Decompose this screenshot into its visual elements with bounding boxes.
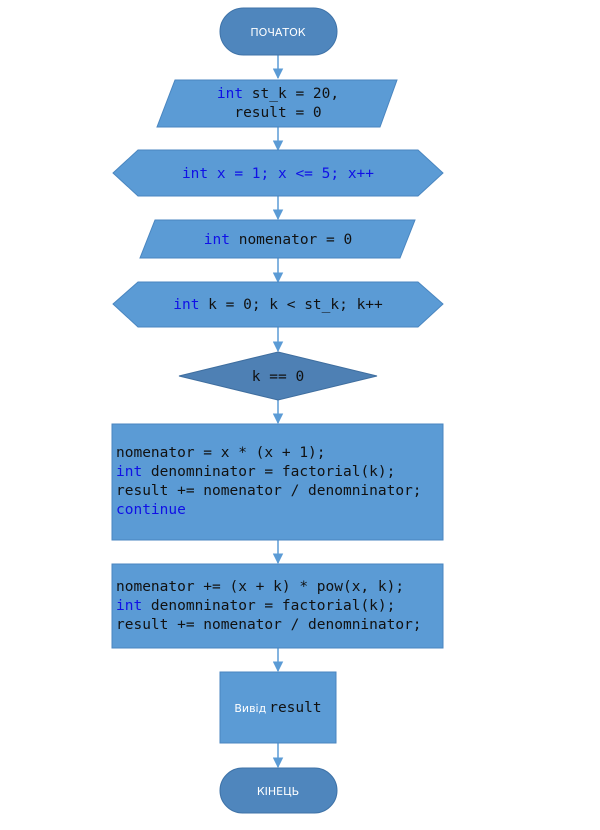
loop-x-keyword: int	[182, 166, 208, 182]
init-data-block: int st_k = 20, result = 0	[156, 79, 398, 128]
loop-x-text: x = 1; x <= 5; x++	[208, 166, 374, 182]
nomenator-init-shape	[139, 219, 416, 259]
start-shape	[219, 7, 338, 56]
rest-iteration-line3: result += nomenator / denomninator;	[116, 617, 422, 633]
loop-x-shape	[112, 149, 444, 197]
rest-iteration-block: nomenator += (x + k) * pow(x, k); int de…	[111, 563, 444, 649]
rest-iteration-line1: nomenator += (x + k) * pow(x, k);	[116, 579, 404, 595]
svg-text:int denomninator = factorial(k: int denomninator = factorial(k);	[116, 598, 395, 614]
nomenator-init-text: nomenator = 0	[230, 232, 352, 248]
first-iteration-line1: nomenator = x * (x + 1);	[116, 445, 326, 461]
start-label: ПОЧАТОК	[250, 26, 305, 39]
init-keyword: int	[217, 86, 243, 102]
loop-k-shape	[112, 281, 444, 328]
svg-text:int st_k = 20,: int st_k = 20,	[217, 86, 339, 102]
end-label: КІНЕЦЬ	[257, 785, 299, 798]
rest-iteration-line2: denomninator = factorial(k);	[142, 598, 395, 614]
output-shape	[219, 671, 337, 744]
decision-label: k == 0	[252, 369, 304, 385]
output-value: result	[269, 700, 321, 716]
first-iteration-line4: continue	[116, 502, 186, 518]
init-line1: st_k = 20,	[243, 86, 339, 102]
svg-text:int k = 0; k < st_k; k++: int k = 0; k < st_k; k++	[173, 297, 383, 313]
nomenator-init-block: int nomenator = 0	[139, 219, 416, 259]
first-iteration-block: nomenator = x * (x + 1); int denomninato…	[111, 423, 444, 541]
loop-x-block: int x = 1; x <= 5; x++	[112, 149, 444, 197]
output-prefix: Вивід	[234, 702, 266, 715]
end-shape	[219, 767, 338, 814]
loop-k-block: int k = 0; k < st_k; k++	[112, 281, 444, 328]
init-shape	[156, 79, 398, 128]
decision-shape	[178, 351, 378, 401]
nomenator-init-keyword: int	[204, 232, 230, 248]
svg-text:int denomninator = factorial(k: int denomninator = factorial(k);	[116, 464, 395, 480]
rest-iteration-shape	[111, 563, 444, 649]
svg-text:int x = 1; x <= 5; x++: int x = 1; x <= 5; x++	[182, 166, 374, 182]
svg-text:int nomenator = 0: int nomenator = 0	[204, 232, 352, 248]
start-terminator: ПОЧАТОК	[219, 7, 338, 56]
decision-block: k == 0	[178, 351, 378, 401]
first-iteration-line3: result += nomenator / denomninator;	[116, 483, 422, 499]
first-iteration-line2: denomninator = factorial(k);	[142, 464, 395, 480]
loop-k-keyword: int	[173, 297, 199, 313]
loop-k-text: k = 0; k < st_k; k++	[199, 297, 383, 313]
first-iteration-shape	[111, 423, 444, 541]
end-terminator: КІНЕЦЬ	[219, 767, 338, 814]
init-line2: result = 0	[234, 105, 321, 121]
first-iteration-keyword: int	[116, 464, 142, 480]
rest-iteration-keyword: int	[116, 598, 142, 614]
